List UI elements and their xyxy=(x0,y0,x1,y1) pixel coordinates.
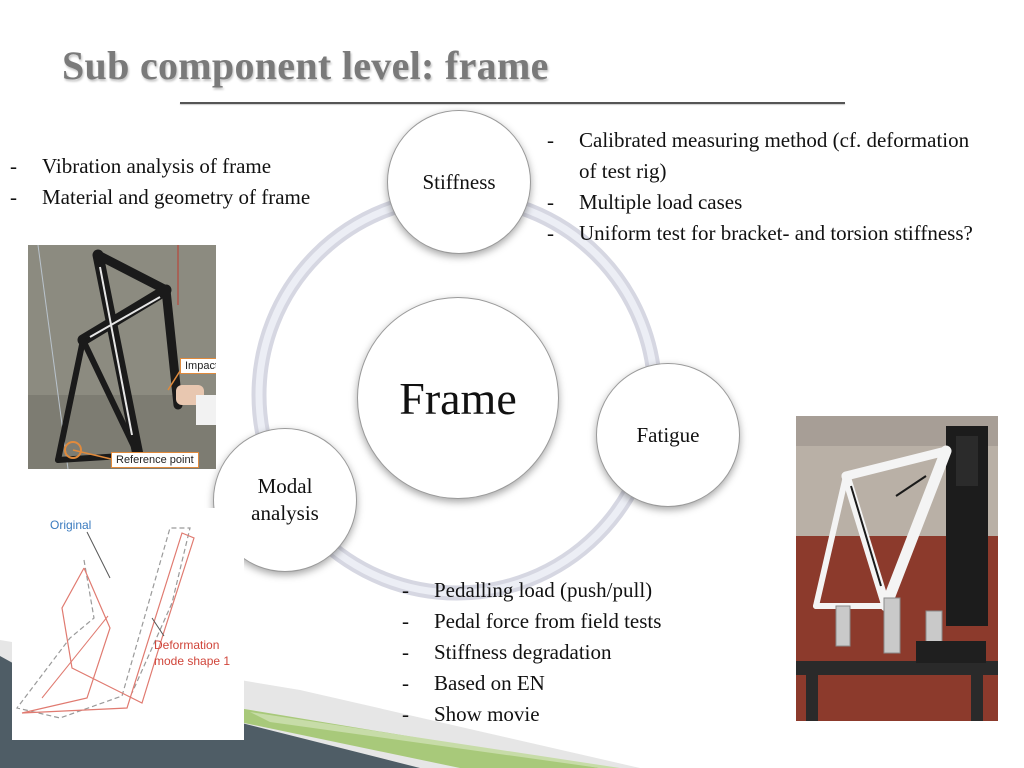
list-item: Based on EN xyxy=(402,668,742,699)
list-item: Material and geometry of frame xyxy=(10,182,390,213)
slide-title: Sub component level: frame xyxy=(62,43,549,88)
fatigue-rig-illustration xyxy=(796,416,998,721)
fatigue-list: Pedalling load (push/pull) Pedal force f… xyxy=(402,575,742,730)
list-item: Show movie xyxy=(402,699,742,730)
list-item: Uniform test for bracket- and torsion st… xyxy=(547,218,977,249)
mode-shape-diagram: Original Deformation mode shape 1 xyxy=(12,508,244,740)
title-underline xyxy=(180,102,845,104)
node-label: Modal analysis xyxy=(251,473,319,527)
list-item: Multiple load cases xyxy=(547,187,977,218)
impact-callout: Impact xyxy=(180,358,216,374)
mode-shape-lines xyxy=(15,527,195,719)
list-item: Pedalling load (push/pull) xyxy=(402,575,742,606)
reference-point-callout: Reference point xyxy=(111,452,199,468)
node-label: Frame xyxy=(399,372,517,424)
cycle-node-stiffness: Stiffness xyxy=(387,110,531,254)
bike-frame-illustration xyxy=(28,245,216,469)
node-label-line: analysis xyxy=(251,501,319,525)
node-label-line: Modal xyxy=(257,474,313,498)
fatigue-rig-photo xyxy=(796,416,998,721)
cycle-node-frame: Frame xyxy=(357,297,559,499)
list-item: Vibration analysis of frame xyxy=(10,151,390,182)
deformation-label-line: mode shape 1 xyxy=(154,654,231,668)
list-item: Pedal force from field tests xyxy=(402,606,742,637)
list-item: Calibrated measuring method (cf. deforma… xyxy=(547,125,977,187)
deformation-label-line: Deformation xyxy=(154,638,220,652)
cycle-node-fatigue: Fatigue xyxy=(596,363,740,507)
vibration-list: Vibration analysis of frame Material and… xyxy=(10,151,390,213)
modal-test-photo: Impact Reference point xyxy=(28,245,216,469)
original-label: Original xyxy=(50,518,92,532)
deformation-label: Deformation mode shape 1 xyxy=(154,637,230,669)
list-item: Stiffness degradation xyxy=(402,637,742,668)
node-label: Stiffness xyxy=(422,169,496,194)
cycle-node-modal-analysis: Modal analysis xyxy=(213,428,357,572)
node-label: Fatigue xyxy=(636,422,700,447)
stiffness-list: Calibrated measuring method (cf. deforma… xyxy=(547,125,977,249)
